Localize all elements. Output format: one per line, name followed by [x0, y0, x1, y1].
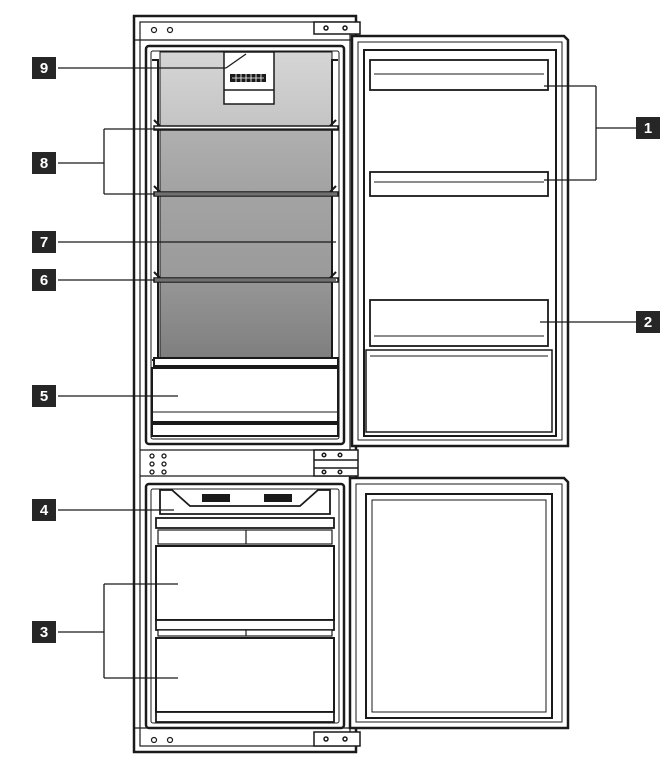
callout-label: 8: [40, 155, 48, 172]
fridge-door: [350, 34, 570, 448]
ice-tray: [159, 489, 331, 515]
callout-label: 4: [40, 502, 49, 519]
callout-label: 3: [40, 624, 48, 641]
vent-icon: [149, 453, 167, 475]
callout-1: 1: [636, 117, 660, 139]
callout-4: 4: [32, 499, 56, 521]
callout-label: 6: [40, 272, 48, 289]
cabinet-bottom: [134, 727, 356, 744]
top-hinge: [313, 21, 361, 35]
callout-label: 2: [644, 314, 652, 331]
callout-label: 7: [40, 234, 48, 251]
callout-5: 5: [32, 385, 56, 407]
crisper-drawer: [151, 367, 339, 437]
callout-9: 9: [32, 57, 56, 79]
fridge-compartment: [144, 44, 346, 446]
callout-3: 3: [32, 621, 56, 643]
callout-label: 9: [40, 60, 48, 77]
light-panel-icon: [223, 51, 275, 105]
callout-7: 7: [32, 231, 56, 253]
callout-8: 8: [32, 152, 56, 174]
freezer-door: [348, 476, 570, 730]
callout-label: 5: [40, 388, 48, 405]
callout-2: 2: [636, 311, 660, 333]
hinge-icon: [313, 449, 359, 477]
bottom-hinge: [313, 731, 361, 747]
callout-label: 1: [644, 120, 652, 137]
freezer-drawers: [155, 517, 335, 723]
leader-lines: [58, 53, 636, 679]
callout-6: 6: [32, 269, 56, 291]
